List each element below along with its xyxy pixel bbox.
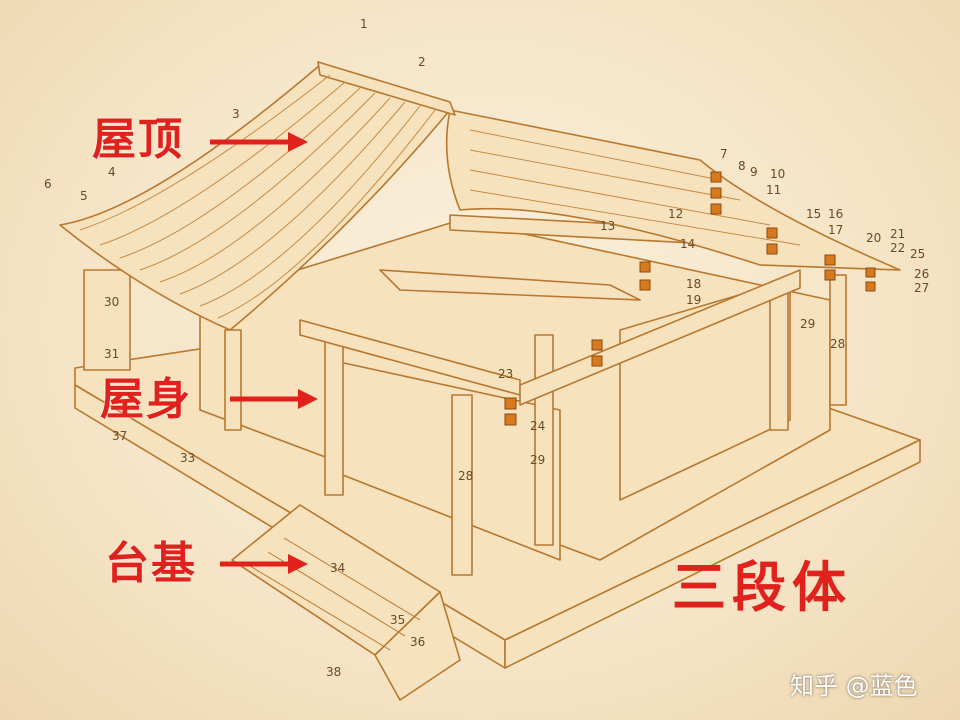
part-number-21: 21 — [890, 227, 905, 241]
part-number-2: 2 — [418, 55, 426, 69]
part-number-31: 31 — [104, 347, 119, 361]
beam — [519, 269, 801, 406]
column — [534, 334, 554, 546]
column — [324, 334, 344, 496]
part-number-33: 33 — [180, 451, 195, 465]
watermark-site: 知乎 — [790, 672, 838, 700]
part-number-15: 15 — [806, 207, 821, 221]
diagram-title: 三段体 — [672, 555, 852, 619]
part-number-22: 22 — [890, 241, 905, 255]
part-number-9: 9 — [750, 165, 758, 179]
part-number-6: 6 — [44, 177, 52, 191]
part-number-19: 19 — [686, 293, 701, 307]
part-number-27: 27 — [914, 281, 929, 295]
part-number-34: 34 — [330, 561, 345, 575]
part-number-3: 3 — [232, 107, 240, 121]
platform-side — [504, 439, 921, 669]
part-number-35: 35 — [390, 613, 405, 627]
part-number-26: 26 — [914, 267, 929, 281]
base-label: 台基 — [105, 538, 197, 589]
part-number-17: 17 — [828, 223, 843, 237]
part-number-28: 28 — [458, 469, 473, 483]
part-number-37: 37 — [112, 429, 127, 443]
roof-back-slope — [445, 109, 901, 271]
part-number-1: 1 — [360, 17, 368, 31]
column — [769, 284, 789, 431]
watermark-user: @蓝色 — [845, 672, 918, 700]
part-number-16: 16 — [828, 207, 843, 221]
part-number-7: 7 — [720, 147, 728, 161]
part-number-14: 14 — [680, 237, 695, 251]
roof-arrow-icon — [210, 132, 308, 152]
part-number-8: 8 — [738, 159, 746, 173]
part-number-10: 10 — [770, 167, 785, 181]
base-arrow-icon — [220, 554, 308, 574]
column — [829, 274, 847, 406]
steps-side — [374, 591, 461, 701]
part-number-23: 23 — [498, 367, 513, 381]
roof-ridge — [317, 61, 456, 116]
part-number-5: 5 — [80, 189, 88, 203]
column — [83, 269, 131, 371]
part-number-20: 20 — [866, 231, 881, 245]
beam — [379, 269, 641, 301]
part-number-11: 11 — [766, 183, 781, 197]
part-number-18: 18 — [686, 277, 701, 291]
column — [451, 394, 473, 576]
part-number-29: 29 — [800, 317, 815, 331]
part-number-25: 25 — [910, 247, 925, 261]
part-number-38: 38 — [326, 665, 341, 679]
part-number-13: 13 — [600, 219, 615, 233]
part-number-29: 29 — [530, 453, 545, 467]
part-number-4: 4 — [108, 165, 116, 179]
roof-label: 屋顶 — [92, 114, 184, 165]
body-label: 屋身 — [100, 374, 192, 425]
part-number-28: 28 — [830, 337, 845, 351]
column — [224, 329, 242, 431]
watermark: 知乎 @蓝色 — [790, 666, 918, 701]
part-number-36: 36 — [410, 635, 425, 649]
body-arrow-icon — [230, 389, 318, 409]
part-number-30: 30 — [104, 295, 119, 309]
part-number-24: 24 — [530, 419, 545, 433]
part-number-12: 12 — [668, 207, 683, 221]
